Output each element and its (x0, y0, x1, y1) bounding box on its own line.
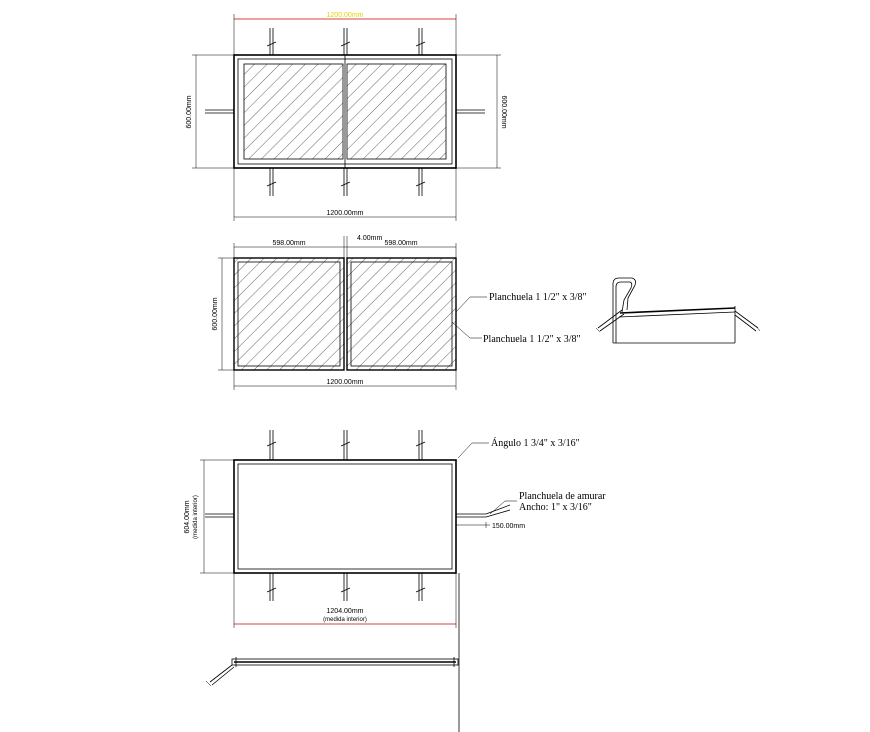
angle-frame-outer (233, 459, 457, 574)
angle-leader (457, 442, 489, 459)
anchor-tabs-bottom (266, 168, 426, 196)
left-dimension-note: (medida interior) (193, 495, 199, 539)
left-dimension-text: 600.00mm (212, 297, 219, 330)
plate-label-1: Planchuela 1 1/2" x 3/8" (489, 292, 587, 303)
anchor-tabs-top (266, 430, 426, 460)
bottom-dimension-text: 1200.00mm (327, 210, 364, 217)
leader-1 (455, 296, 487, 313)
panel-left (233, 257, 345, 371)
anchor-label-2: Ancho: 1" x 3/16" (519, 502, 592, 513)
anchor-label-1: Planchuela de amurar (519, 491, 606, 502)
plan-view-3: 604.00mm (medida interior) 1204.00mm (me… (184, 430, 606, 732)
plan-view-1: 1200.00mm 600.00mm (186, 12, 507, 221)
section-detail (595, 277, 761, 344)
anchor-tabs-bottom (266, 573, 426, 601)
top-dimension-text: 1200.00mm (327, 12, 364, 19)
bottom-dimension-text: 1200.00mm (327, 379, 364, 386)
angle-label: Ángulo 1 3/4" x 3/16" (491, 437, 580, 449)
left-panel-dimension-text: 598.00mm (272, 240, 305, 247)
plan-view-2: 598.00mm 4.00mm 598.00mm 600.00mm 1200.0… (212, 235, 761, 390)
anchor-dimension-text: 150.00mm (492, 523, 525, 530)
bottom-dimension-text: 1204.00mm (327, 608, 364, 615)
panel-left (243, 63, 344, 160)
bottom-dimension-note: (medida interior) (323, 617, 367, 623)
leader-2 (451, 321, 482, 339)
gap-dimension-text: 4.00mm (357, 235, 382, 242)
left-dimension-text: 600.00mm (186, 95, 193, 128)
anchor-tabs-top (266, 28, 426, 55)
left-dimension-text: 604.00mm (184, 500, 191, 533)
anchor-leader (489, 500, 517, 515)
plate-label-2: Planchuela 1 1/2" x 3/8" (483, 334, 581, 345)
right-dimension-text: 600.00mm (500, 95, 507, 128)
right-panel-dimension-text: 598.00mm (384, 240, 417, 247)
anchor-tabs-sides (205, 109, 485, 114)
bottom-section-profile (205, 657, 459, 687)
panel-right (346, 257, 457, 371)
anchor-tabs-sides (205, 513, 486, 518)
panel-right (346, 63, 447, 160)
angle-frame-inner (237, 463, 453, 570)
